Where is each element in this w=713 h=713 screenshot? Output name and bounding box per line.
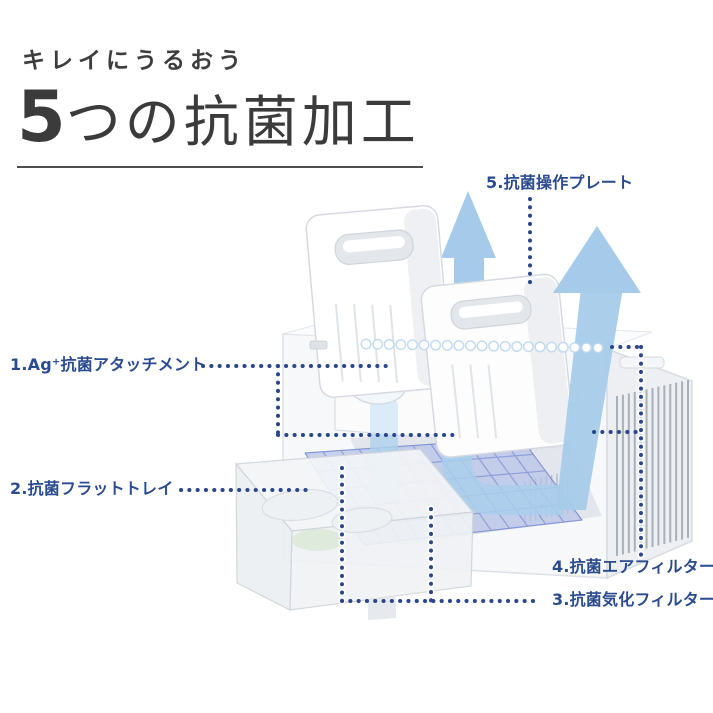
title-text: つの抗菌加工 xyxy=(65,90,420,154)
brand-logo-badge xyxy=(309,340,328,350)
title-underline xyxy=(17,166,423,168)
title-number: 5 xyxy=(17,76,66,158)
callout-label-attachment: 1.Ag⁺抗菌アタッチメント xyxy=(10,355,207,374)
tray-float-part xyxy=(292,529,344,551)
header-subtitle: キレイにうるおう xyxy=(22,48,246,74)
callout-label-flat-tray: 2.抗菌フラットトレイ xyxy=(10,479,174,498)
connector-air-filter xyxy=(592,345,643,558)
callout-connectors xyxy=(179,197,643,603)
callout-label-vaporizing-filter: 3.抗菌気化フィルター xyxy=(552,590,713,609)
up-arrow-right xyxy=(553,226,641,510)
operation-plate-dots xyxy=(360,338,613,354)
flat-tray xyxy=(234,448,475,620)
callout-label-air-filter: 4.抗菌エアフィルター xyxy=(552,557,713,576)
connector-vaporizing-filter xyxy=(340,466,540,603)
connector-attachment xyxy=(201,364,460,437)
water-tank-right xyxy=(420,273,575,458)
callout-label-operation-plate: 5.抗菌操作プレート xyxy=(486,173,634,192)
